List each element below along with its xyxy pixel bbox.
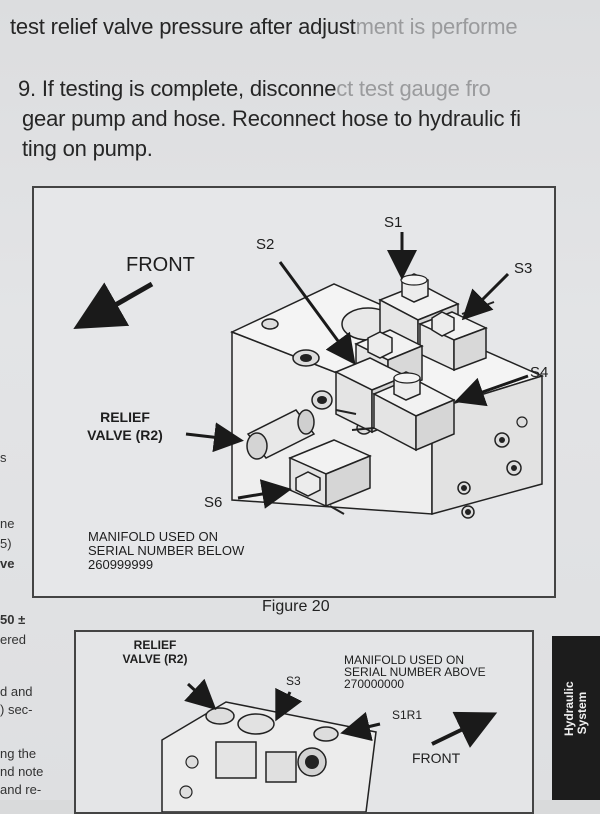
s2-label: S2 [256, 236, 275, 253]
relief-leader-arrow [185, 422, 244, 453]
margin-fragment: and re- [0, 782, 42, 797]
s3-leader-arrow [461, 272, 510, 321]
s4-label: S4 [530, 364, 549, 381]
s3-label-2: S3 [286, 674, 301, 688]
manifold-note: MANIFOLD USED ON SERIAL NUMBER BELOW 260… [88, 530, 244, 572]
section-tab [552, 636, 600, 800]
manifold-illustration [73, 232, 545, 519]
step-9-line-2: gear pump and hose. Reconnect hose to hy… [22, 106, 521, 131]
margin-fragment: nd note [0, 764, 44, 779]
s3-leader-arrow-2 [275, 687, 303, 722]
s4-leader-arrow [454, 374, 529, 407]
text-segment: 9. If testing is complete, disconne [18, 76, 337, 101]
manifold-note-line: 260999999 [88, 557, 154, 572]
manifold-note-line: 270000000 [344, 677, 405, 691]
margin-fragment: ered [0, 632, 27, 647]
s6-leader-arrow [237, 479, 292, 509]
text-segment-faded: ment is performe [355, 14, 518, 39]
manifold-note-line: SERIAL NUMBER BELOW [88, 543, 245, 558]
margin-fragment: s [0, 450, 7, 465]
front-label-2: FRONT [412, 750, 461, 766]
margin-fragment: ve [0, 556, 15, 571]
manifold-note-line: SERIAL NUMBER ABOVE [344, 665, 486, 679]
s1r1-leader-arrow [340, 711, 381, 742]
text-segment: test relief valve pressure after adjust [10, 14, 356, 39]
step-9-line-1: 9. If testing is complete, disconnect te… [18, 76, 491, 102]
manifold-note-line: MANIFOLD USED ON [344, 653, 465, 667]
section-tab-label: Hydraulic System [562, 681, 589, 736]
margin-fragment: ) sec- [0, 702, 33, 717]
manifold-note-2: MANIFOLD USED ON SERIAL NUMBER ABOVE 270… [344, 654, 486, 690]
relief-leader-arrow-2 [184, 678, 217, 711]
figure-caption: Figure 20 [262, 598, 330, 615]
s1-label: S1 [384, 214, 403, 231]
step-9-line-3: ting on pump. [22, 136, 153, 161]
s2-leader-arrow [278, 261, 356, 365]
section-tab-line: System [575, 691, 589, 735]
margin-fragment: 5) [0, 536, 12, 551]
s3-label: S3 [514, 260, 533, 277]
front-arrow-2 [431, 711, 498, 748]
relief-valve-label: RELIEF VALVE (R2) [70, 408, 180, 444]
figure-20-frame: FRONT S1 S2 S3 S4 S6 RELIEF VALVE (R2) M… [32, 186, 556, 598]
text-segment-faded: ct test gauge fro [336, 76, 491, 101]
relief-label-line: VALVE (R2) [87, 427, 163, 443]
relief-label-line: RELIEF [133, 638, 177, 652]
relief-valve-label-2: RELIEF VALVE (R2) [100, 638, 210, 666]
manifold-note-line: MANIFOLD USED ON [88, 529, 219, 544]
margin-fragment: ng the [0, 746, 37, 761]
s6-label: S6 [204, 494, 223, 511]
s1r1-label: S1R1 [392, 708, 423, 722]
margin-fragment: ne [0, 516, 15, 531]
relief-label-line: VALVE (R2) [122, 652, 188, 666]
margin-fragment: 50 ± [0, 612, 26, 627]
text-line-top: test relief valve pressure after adjustm… [10, 14, 518, 40]
figure-21-frame: RELIEF VALVE (R2) S3 MANIFOLD USED ON SE… [74, 630, 534, 814]
relief-label-line: RELIEF [100, 409, 150, 425]
front-label: FRONT [126, 254, 195, 276]
front-arrow [73, 281, 154, 329]
margin-fragment: d and [0, 684, 33, 699]
manifold-illustration-2 [161, 678, 498, 812]
